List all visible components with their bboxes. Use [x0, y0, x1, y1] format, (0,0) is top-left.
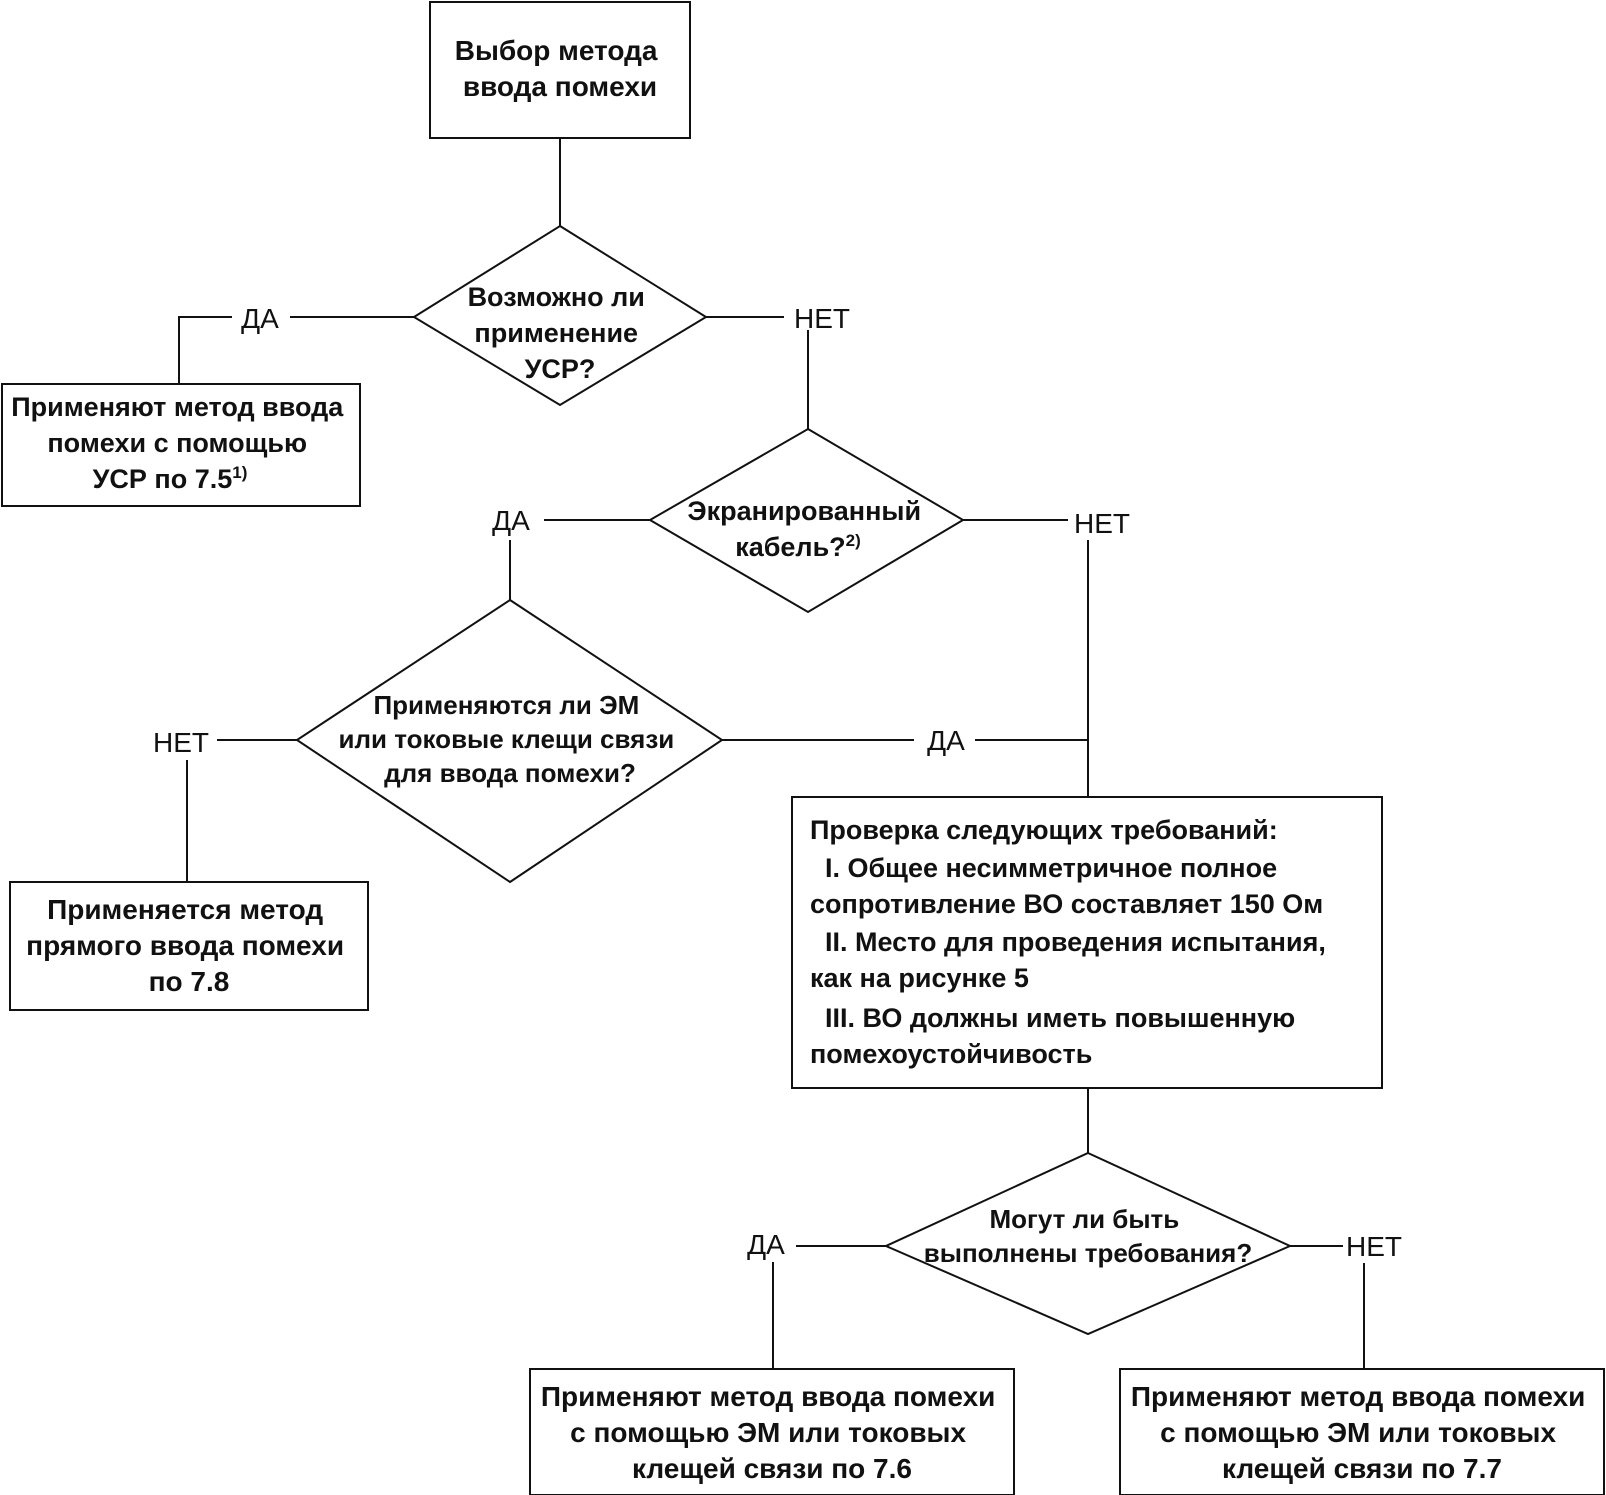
decision-req-text: Могут ли быть выполнены требования?	[924, 1204, 1252, 1268]
action-ucr-box: Применяют метод ввода помехи с помощью У…	[1, 383, 361, 507]
label-yes-req: ДА	[747, 1229, 785, 1260]
q-em-line-2: или токовые клещи связи	[339, 724, 675, 754]
check-line-6: III. ВО должны иметь повышенную	[825, 1003, 1295, 1033]
act-77-line-1: Применяют метод ввода помехи	[1131, 1381, 1586, 1412]
act-ucr-line-1: Применяют метод ввода	[11, 392, 344, 422]
decision-shield-text: Экранированный кабель?2)	[687, 496, 928, 562]
label-no-shield: НЕТ	[1074, 508, 1130, 539]
act-direct-line-1: Применяется метод	[47, 894, 323, 925]
action-ucr-text: Применяют метод ввода помехи с помощью У…	[11, 392, 351, 494]
requirements-check-box: Проверка следующих требований: I. Общее …	[791, 796, 1383, 1089]
start-box: Выбор метода ввода помехи	[429, 1, 691, 139]
action-7-7-box: Применяют метод ввода помехи с помощью Э…	[1119, 1368, 1605, 1495]
label-no-em: НЕТ	[153, 727, 209, 758]
decision-em-text: Применяются ли ЭМ или токовые клещи связ…	[339, 690, 682, 788]
connector-lines	[178, 138, 1365, 1369]
decision-ucr-text: Возможно ли применение УСР?	[468, 282, 653, 384]
label-no-req: НЕТ	[1346, 1231, 1402, 1262]
action-7-6-text: Применяют метод ввода помехи с помощью Э…	[541, 1381, 1003, 1484]
q-ucr-line-3: УСР?	[525, 354, 596, 384]
act-76-line-3: клещей связи по 7.6	[632, 1453, 912, 1484]
decision-em-clamps: Применяются ли ЭМ или токовые клещи связ…	[295, 598, 724, 884]
action-direct-box: Применяется метод прямого ввода помехи п…	[9, 881, 369, 1011]
label-yes-shield: ДА	[492, 505, 530, 536]
act-77-line-3: клещей связи по 7.7	[1222, 1453, 1502, 1484]
q-shield-line-2: кабель?	[735, 532, 845, 562]
check-line-4: II. Место для проведения испытания,	[825, 927, 1326, 957]
act-direct-line-2: прямого ввода помехи	[26, 930, 344, 961]
check-line-7: помехоустойчивость	[810, 1039, 1092, 1069]
act-ucr-line-2: помехи с помощью	[47, 428, 307, 458]
act-77-line-2: с помощью ЭМ или токовых	[1160, 1417, 1556, 1448]
label-yes-ucr: ДА	[241, 303, 279, 334]
decision-requirements: Могут ли быть выполнены требования?	[883, 1151, 1293, 1336]
q-ucr-yes-drop	[178, 316, 232, 384]
label-yes-em: ДА	[927, 725, 965, 756]
decision-shielded-cable: Экранированный кабель?2)	[648, 427, 965, 614]
requirements-text: Проверка следующих требований: I. Общее …	[810, 815, 1333, 1069]
q-req-line-1: Могут ли быть	[989, 1204, 1179, 1234]
action-7-6-box: Применяют метод ввода помехи с помощью Э…	[529, 1368, 1015, 1495]
start-line-2: ввода помехи	[463, 71, 657, 102]
act-direct-line-3: по 7.8	[149, 966, 230, 997]
q-ucr-line-1: Возможно ли	[468, 282, 645, 312]
start-line-1: Выбор метода	[455, 35, 658, 66]
q-shield-footnote-mark: 2)	[846, 531, 861, 550]
q-em-line-3: для ввода помехи?	[384, 758, 636, 788]
q-em-line-1: Применяются ли ЭМ	[373, 690, 639, 720]
action-direct-text: Применяется метод прямого ввода помехи п…	[26, 894, 352, 997]
check-line-5: как на рисунке 5	[810, 963, 1029, 993]
q-ucr-line-2: применение	[474, 318, 638, 348]
action-7-7-text: Применяют метод ввода помехи с помощью Э…	[1131, 1381, 1593, 1484]
start-box-text: Выбор метода ввода помехи	[455, 35, 666, 102]
q-req-line-2: выполнены требования?	[924, 1238, 1252, 1268]
q-shield-line-1: Экранированный	[687, 496, 921, 526]
act-76-line-1: Применяют метод ввода помехи	[541, 1381, 996, 1412]
check-line-1: Проверка следующих требований:	[810, 815, 1278, 845]
check-line-2: I. Общее несимметричное полное	[825, 853, 1277, 883]
label-no-ucr: НЕТ	[794, 303, 850, 334]
act-ucr-line-3: УСР по 7.5	[93, 464, 233, 494]
decision-ucr: Возможно ли применение УСР?	[412, 224, 708, 407]
act-ucr-footnote-mark: 1)	[232, 463, 247, 482]
check-line-3: сопротивление ВО составляет 150 Ом	[810, 889, 1323, 919]
act-76-line-2: с помощью ЭМ или токовых	[570, 1417, 966, 1448]
